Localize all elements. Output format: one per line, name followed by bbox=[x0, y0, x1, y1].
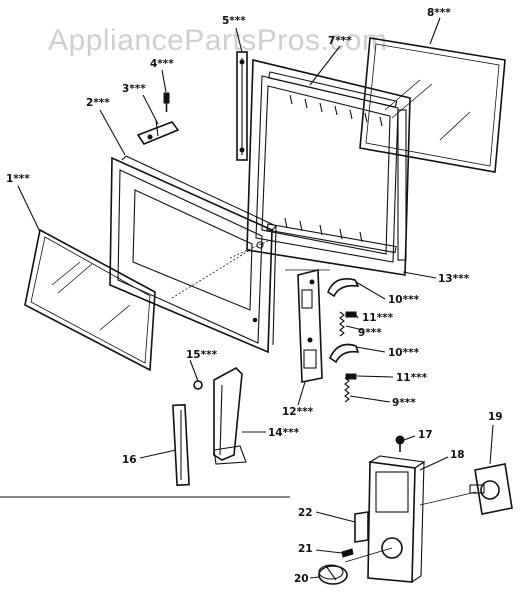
part-7-door-frame bbox=[246, 58, 411, 276]
callout-17: 17 bbox=[418, 429, 433, 441]
callout-11-lower: 11*** bbox=[396, 372, 428, 384]
leader-lines bbox=[17, 17, 494, 579]
shaft-line-2 bbox=[419, 491, 477, 506]
part-20-knob bbox=[318, 564, 348, 585]
part-8-glass-panel bbox=[359, 37, 506, 173]
callout-21: 21 bbox=[298, 543, 313, 555]
callout-16: 16 bbox=[122, 454, 137, 466]
part-6-hinge-strip bbox=[236, 51, 248, 161]
callout-3: 3*** bbox=[122, 83, 146, 95]
shaft-line bbox=[344, 547, 393, 563]
callout-10-upper: 10*** bbox=[388, 294, 420, 306]
part-17-screw bbox=[395, 435, 405, 452]
callout-9-upper: 9*** bbox=[358, 327, 382, 339]
part-2-door-outer bbox=[109, 155, 277, 354]
part-9-spring-lower bbox=[344, 377, 350, 403]
part-1-front-glass bbox=[24, 228, 156, 372]
part-14-handle bbox=[213, 367, 247, 465]
part-11-pin-upper bbox=[345, 311, 357, 318]
callout-22: 22 bbox=[298, 507, 313, 519]
callout-20: 20 bbox=[294, 573, 309, 585]
part-22-bracket bbox=[354, 511, 369, 543]
part-15-screw bbox=[193, 380, 203, 390]
part-21-screw bbox=[341, 548, 354, 558]
part-12-latch-plate bbox=[285, 268, 330, 383]
watermark-text: AppliancePartsPros.com bbox=[48, 24, 387, 57]
callout-12: 12*** bbox=[282, 406, 314, 418]
part-3-bracket bbox=[136, 119, 180, 145]
part-9-spring-upper bbox=[339, 311, 345, 337]
part-4-screw bbox=[163, 92, 170, 112]
callout-19: 19 bbox=[488, 411, 503, 423]
part-10-latch-hook-lower bbox=[328, 343, 360, 364]
callout-4: 4*** bbox=[150, 58, 174, 70]
part-18-control-panel bbox=[367, 455, 426, 584]
part-19-switch bbox=[469, 463, 513, 515]
part-16-strip bbox=[172, 403, 190, 487]
callout-8: 8*** bbox=[427, 7, 451, 19]
part-10-latch-hook-upper bbox=[327, 278, 360, 298]
callout-14: 14*** bbox=[268, 427, 300, 439]
callout-5: 5*** bbox=[222, 15, 246, 27]
callout-15: 15*** bbox=[186, 349, 218, 361]
callout-9-lower: 9*** bbox=[392, 397, 416, 409]
part-11-pin-lower bbox=[345, 373, 357, 380]
callout-13: 13*** bbox=[438, 273, 470, 285]
callout-10-lower: 10*** bbox=[388, 347, 420, 359]
callout-18: 18 bbox=[450, 449, 465, 461]
callout-labels: 1*** 2*** 3*** 4*** 5*** 7*** 8*** 9*** … bbox=[6, 7, 503, 585]
callout-1: 1*** bbox=[6, 173, 30, 185]
callout-11-upper: 11*** bbox=[362, 312, 394, 324]
callout-7: 7*** bbox=[328, 35, 352, 47]
callout-2: 2*** bbox=[86, 97, 110, 109]
